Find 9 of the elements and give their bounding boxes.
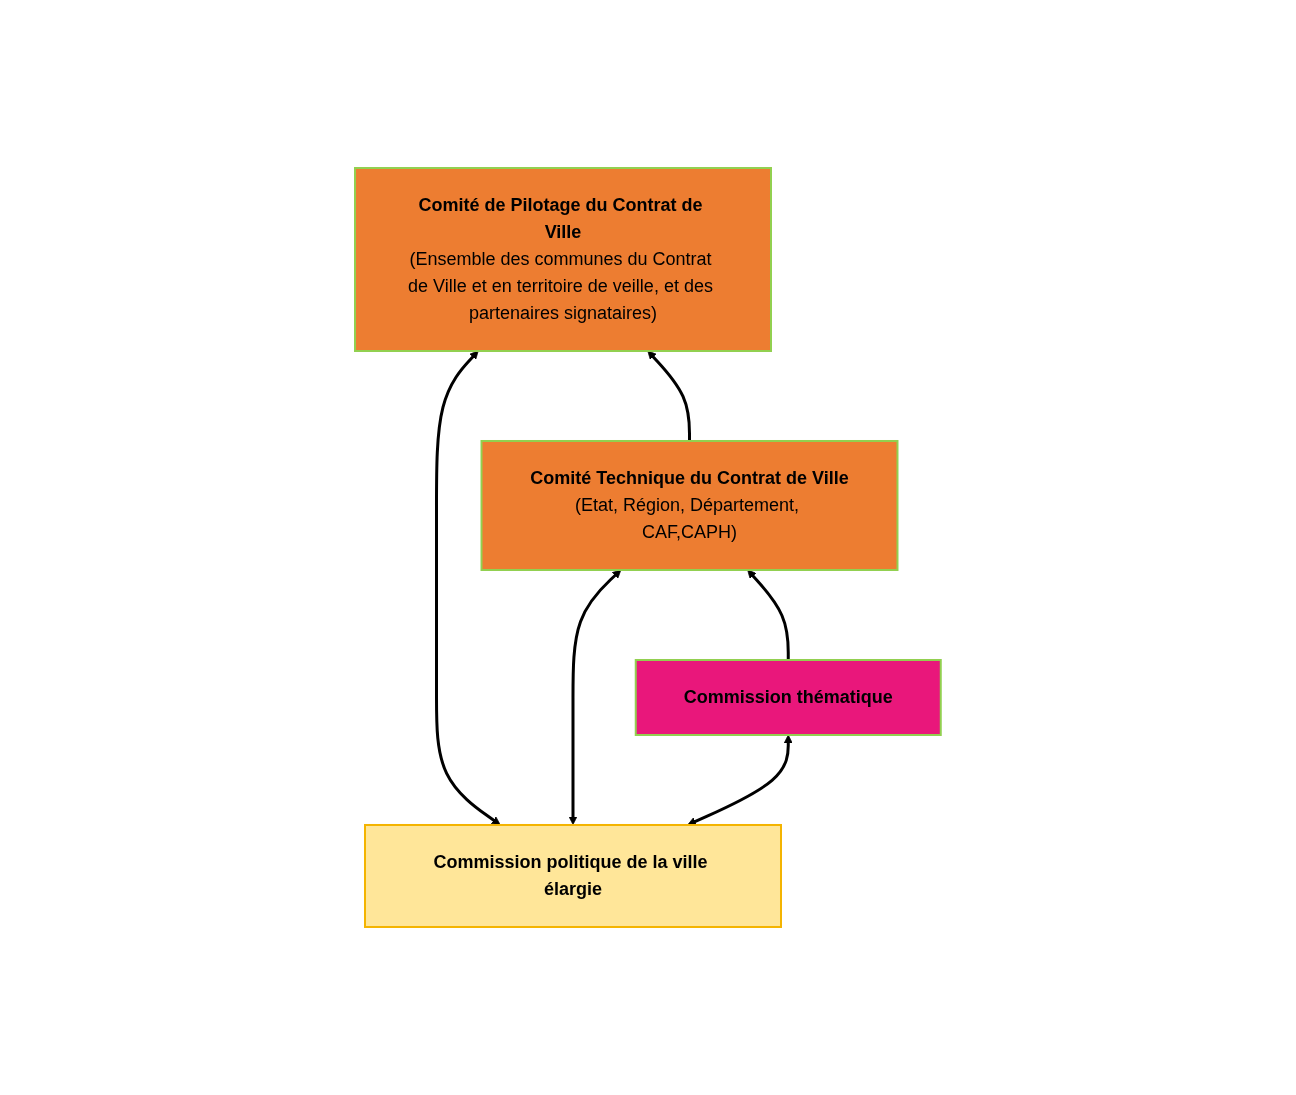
arrow bbox=[647, 350, 692, 441]
arrow bbox=[747, 569, 790, 660]
node-box: Comité de Pilotage du Contrat de Ville (Ensemble des communes du Contrat de Ville et en territoire de veille, et des partenaires signataires) bbox=[354, 167, 773, 352]
node-box: Commission thématique bbox=[634, 659, 942, 736]
node-box: Comité Technique du Contrat de Ville (Etat, Région, Département, CAF,CAPH) bbox=[480, 440, 899, 571]
arrow bbox=[435, 350, 501, 826]
arrow bbox=[687, 734, 793, 826]
node-box: Commission politique de la ville élargie bbox=[364, 824, 783, 928]
arrow bbox=[568, 569, 622, 825]
